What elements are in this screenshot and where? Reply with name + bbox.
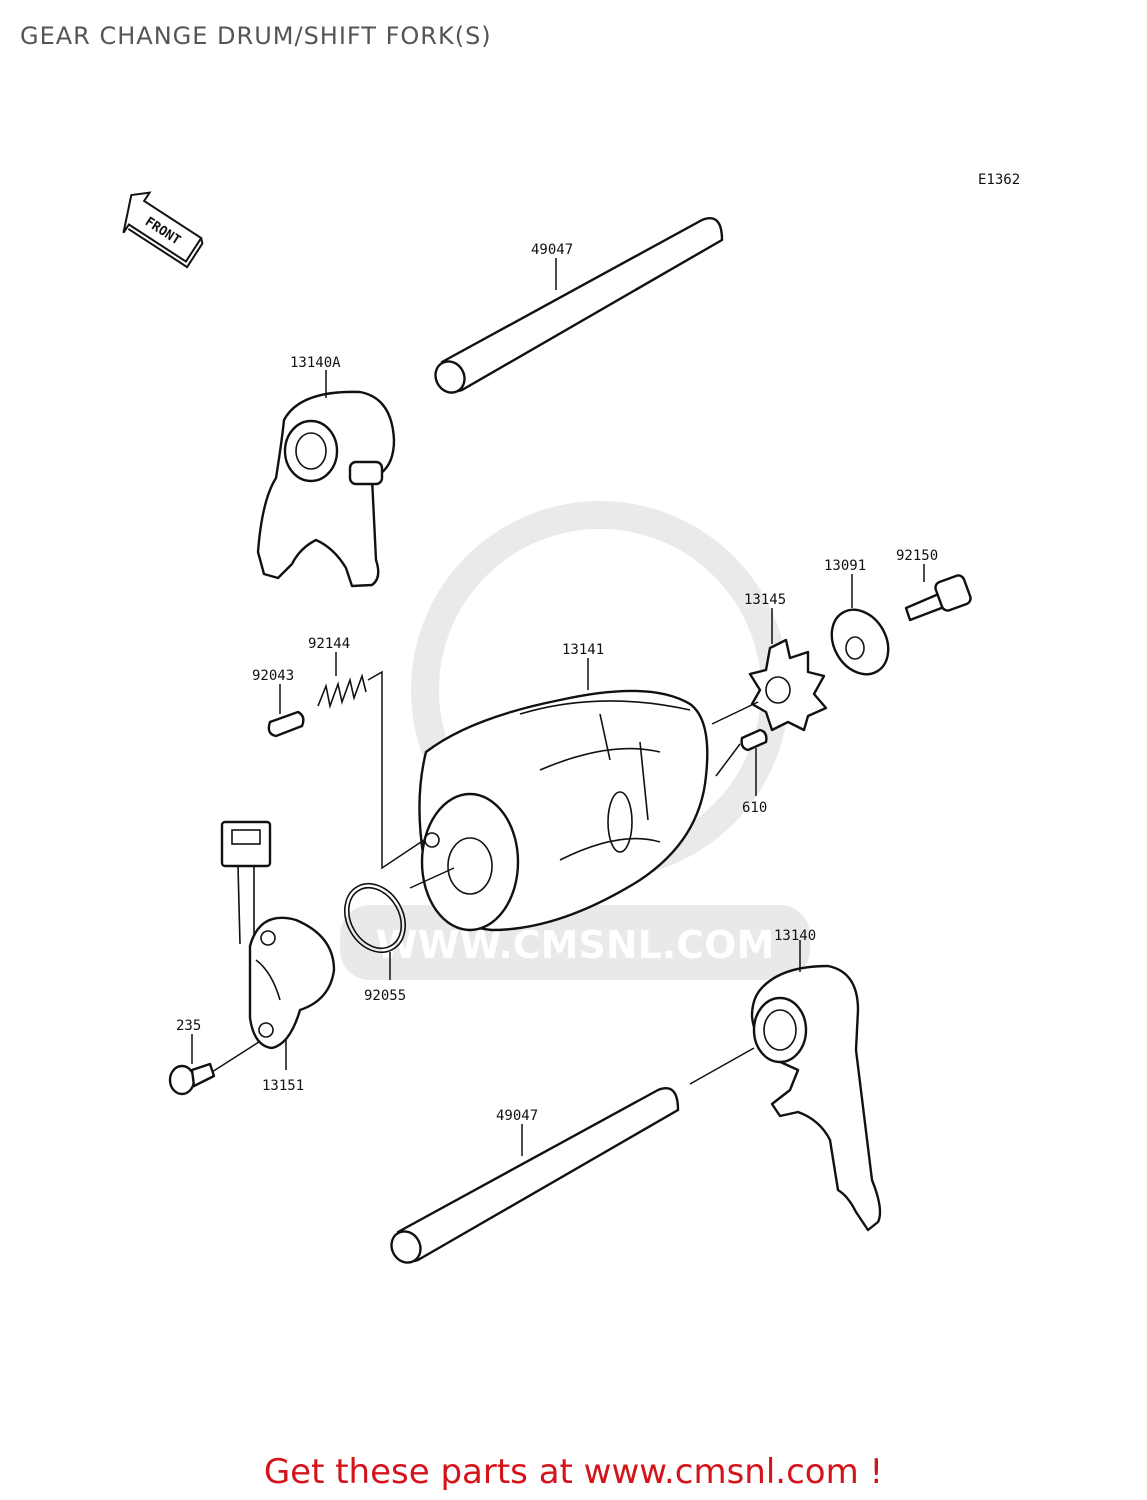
label-pin-left: 92043	[252, 668, 294, 684]
shift-fork-13140a: 13140A	[256, 355, 396, 588]
label-drum: 13141	[562, 642, 604, 658]
pin-610: 610	[715, 728, 768, 816]
label-screw: 235	[176, 1018, 201, 1034]
label-switch: 13151	[262, 1078, 304, 1094]
label-fork-bottom: 13140	[774, 928, 816, 944]
shift-fork-13140: 13140	[689, 928, 882, 1232]
label-spring: 92144	[308, 636, 350, 652]
label-bolt: 92150	[896, 548, 938, 564]
label-fork-top: 13140A	[290, 355, 341, 371]
change-drum-13141: 13141	[409, 642, 709, 932]
bolt-92150: 92150	[896, 548, 972, 622]
screw-235: 235	[168, 1018, 263, 1096]
cta-link[interactable]: Get these parts at www.cmsnl.com !	[263, 1452, 884, 1492]
pin-92043: 92043	[252, 668, 305, 738]
shift-shaft-bottom: 49047	[390, 1087, 680, 1264]
o-ring-92055: 92055	[344, 883, 406, 1004]
label-shaft-bottom: 49047	[496, 1108, 538, 1124]
page-title: GEAR CHANGE DRUM/SHIFT FORK(S)	[20, 22, 492, 50]
shift-shaft-top: 49047	[434, 217, 724, 394]
cam-star-13145: 13145	[711, 592, 828, 732]
label-washer: 13091	[824, 558, 866, 574]
label-oring: 92055	[364, 988, 406, 1004]
watermark-text: WWW.CMSNL.COM	[376, 923, 775, 967]
neutral-switch-13151: 13151	[220, 820, 336, 1094]
washer-13091: 13091	[824, 558, 890, 676]
label-pin-right: 610	[742, 800, 767, 816]
label-star: 13145	[744, 592, 786, 608]
label-shaft-top: 49047	[531, 242, 573, 258]
figure-code: E1362	[978, 172, 1020, 188]
front-arrow-icon: FRONT	[122, 191, 204, 269]
spring-92144: 92144	[308, 636, 425, 870]
